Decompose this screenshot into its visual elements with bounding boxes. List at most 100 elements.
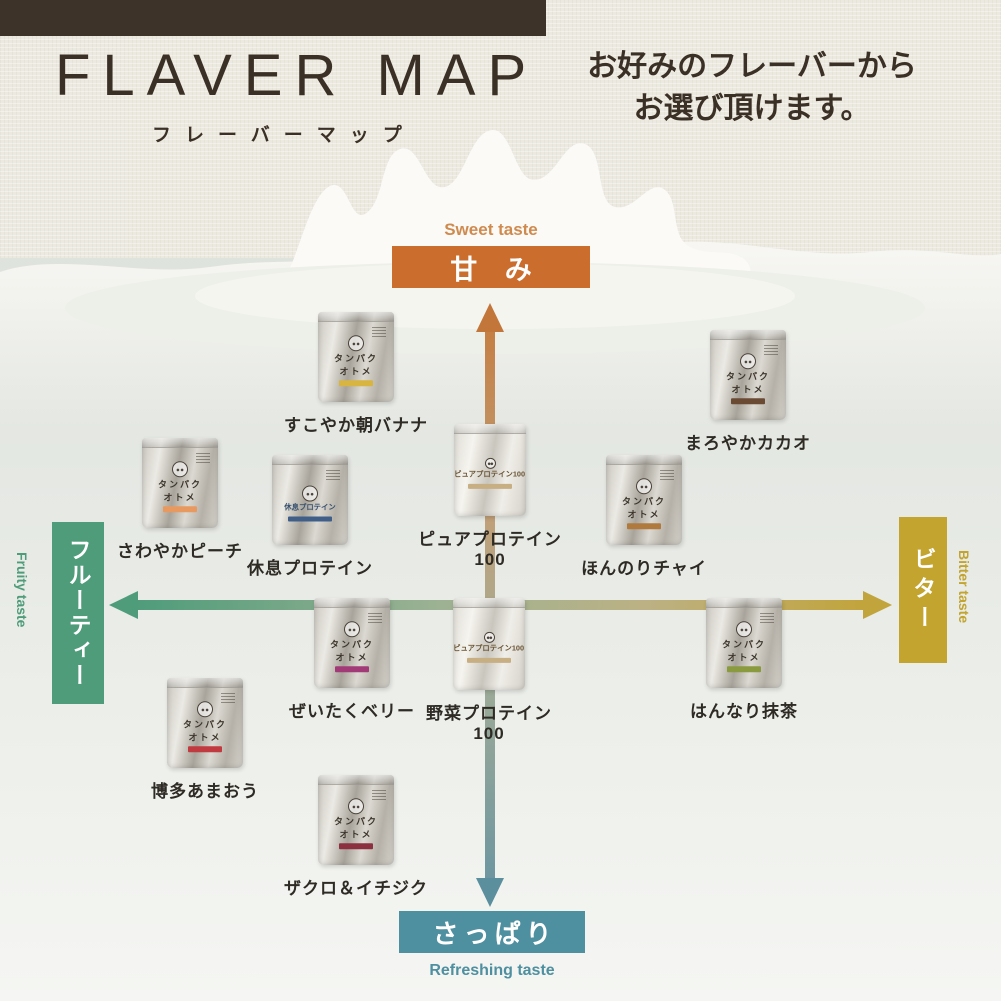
product-pouch-image: タンパク オトメ [142,438,218,528]
pouch-seal [142,438,218,448]
otome-girl-face-icon [302,485,318,502]
pouch-seal [453,598,525,608]
flavor-band [339,843,373,850]
product-sukoyaka-banana: タンパク オトメ すこやか朝バナナ [276,312,436,436]
pouch-brand-text: タンパク [333,816,378,827]
pouch-front-label: タンパク オトメ [318,335,394,387]
product-name-line2: 100 [474,550,506,569]
flavor-band [731,398,765,405]
pouch-print-lines [326,470,340,481]
fruity-axis-label: フルーティー [52,522,104,704]
product-pouch-image: タンパク オトメ [318,312,394,402]
pouch-seal [318,775,394,785]
pouch-seal [606,455,682,465]
pouch-brand-text: タンパク [329,639,374,650]
product-name: 野菜プロテイン [426,704,552,723]
product-sawayaka-peach: タンパク オトメ さわやかピーチ [100,438,260,562]
refreshing-taste-en-label: Refreshing taste [429,962,555,979]
flavor-band [163,506,197,513]
pouch-brand-text: タンパク [721,639,766,650]
pouch-brand-text: オトメ [339,828,373,839]
product-name: ピュアプロテイン [418,530,562,549]
tagline-line1: お好みのフレーバーから [587,50,917,83]
product-name-line2: 100 [473,724,505,743]
flavor-band [335,666,369,673]
pouch-front-label: 休息プロテイン [272,485,348,522]
pouch-front-label: タンパク オトメ [142,461,218,513]
pouch-product-text: ピュアプロテイン100 [453,644,525,653]
pouch-product-text: 休息プロテイン [284,502,336,512]
flavor-band [339,380,373,387]
product-maroyaka-cacao: タンパク オトメ まろやかカカオ [668,330,828,454]
sweet-taste-en-label: Sweet taste [444,220,538,239]
product-pouch-image: タンパク オトメ [606,455,682,545]
otome-girl-face-icon [172,461,188,478]
pouch-brand-text: オトメ [335,651,369,662]
pouch-seal [318,312,394,322]
product-pouch-image: 休息プロテイン [272,455,348,545]
pouch-seal [272,455,348,465]
product-name: 博多あまおう [151,782,259,801]
product-pouch-image: タンパク オトメ [318,775,394,865]
flavor-band [468,483,512,489]
product-kyusoku-protein: 休息プロテイン 休息プロテイン [230,455,390,579]
pouch-seal [710,330,786,340]
pouch-front-label: タンパク オトメ [606,478,682,530]
otome-girl-face-icon [344,621,360,638]
product-name: すこやか朝バナナ [284,416,428,435]
product-pouch-image: タンパク オトメ [710,330,786,420]
pouch-seal [167,678,243,688]
product-honnori-chai: タンパク オトメ ほんのりチャイ [564,455,724,579]
pouch-front-label: ピュアプロテイン100 [453,631,525,663]
flavor-band [467,657,511,663]
tagline: お好みのフレーバーから お選び頂けます。 [566,46,938,130]
product-zakuro-ichijiku: タンパク オトメ ザクロ＆イチジク [276,775,436,899]
pouch-brand-text: オトメ [731,383,765,394]
bitter-arrow-icon [863,591,892,619]
product-pouch-image: タンパク オトメ [706,598,782,688]
pouch-print-lines [196,453,210,464]
product-pouch-image: タンパク オトメ [167,678,243,768]
otome-girl-face-icon [483,631,495,643]
pouch-front-label: ピュアプロテイン100 [454,457,526,489]
fruity-arrow-icon [109,591,138,619]
pouch-print-lines [764,345,778,356]
product-hakata-amaou: タンパク オトメ 博多あまおう [125,678,285,802]
refreshing-arrow-icon [476,878,504,907]
bitter-taste-en-label: Bitter taste [956,550,972,624]
pouch-brand-text: オトメ [627,508,661,519]
pouch-front-label: タンパク オトメ [706,621,782,673]
tagline-line2: お選び頂けます。 [633,92,871,125]
pouch-print-lines [221,693,235,704]
otome-girl-face-icon [197,701,213,718]
product-name: さわやかピーチ [117,542,243,561]
otome-girl-face-icon [636,478,652,495]
pouch-brand-text: タンパク [621,496,666,507]
fruity-taste-en-label: Fruity taste [14,552,30,628]
flavor-band [627,523,661,530]
product-name: ザクロ＆イチジク [284,879,428,898]
product-pure-protein-100: ピュアプロテイン100 ピュアプロテイン 100 [410,424,570,570]
pouch-seal [706,598,782,608]
pouch-print-lines [368,613,382,624]
pouch-front-label: タンパク オトメ [710,353,786,405]
sweet-arrow-icon [476,303,504,332]
sweet-axis-label: 甘 み [392,246,590,288]
pouch-seal [314,598,390,608]
flavor-band [727,666,761,673]
otome-girl-face-icon [484,457,496,469]
product-pouch-image: ピュアプロテイン100 [453,598,525,690]
pouch-brand-text: タンパク [182,719,227,730]
pouch-brand-text: オトメ [727,651,761,662]
product-yasai-protein-100: ピュアプロテイン100 野菜プロテイン 100 [409,598,569,744]
product-pouch-image: ピュアプロテイン100 [454,424,526,516]
flavor-band [288,516,332,522]
pouch-front-label: タンパク オトメ [314,621,390,673]
pouch-brand-text: タンパク [725,371,770,382]
pouch-print-lines [760,613,774,624]
header-accent-bar [0,0,546,36]
pouch-brand-text: タンパク [333,353,378,364]
pouch-front-label: タンパク オトメ [167,701,243,753]
otome-girl-face-icon [348,798,364,815]
